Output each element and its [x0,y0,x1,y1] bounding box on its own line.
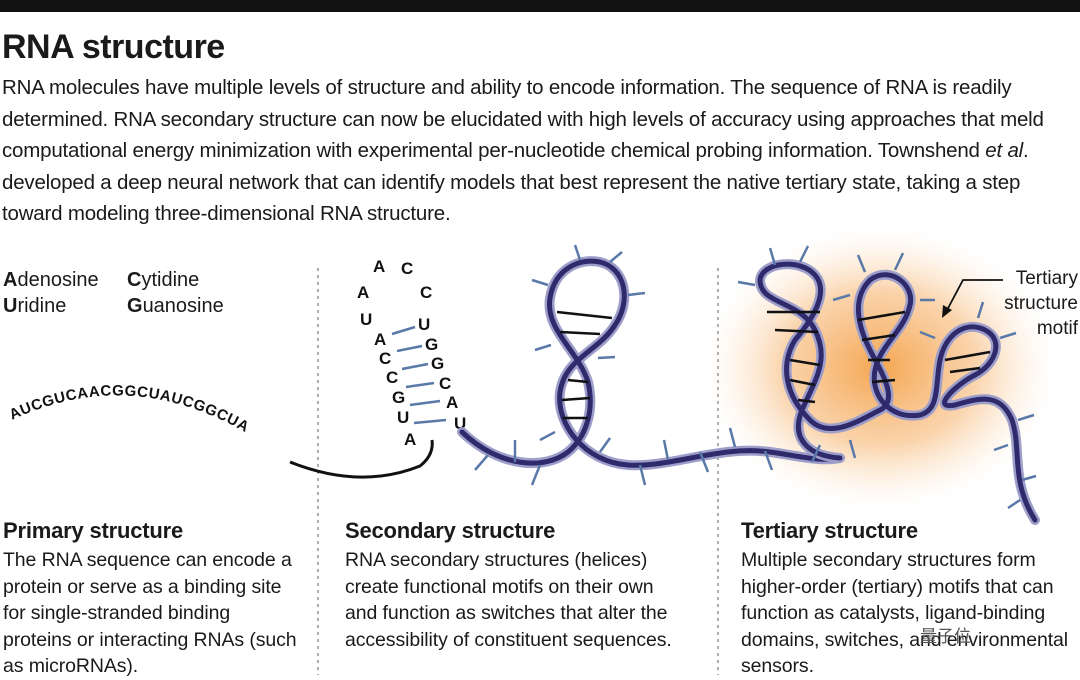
hairpin-left-3: A [374,330,386,349]
intro-text-2: . developed a deep neural network that c… [2,139,1029,225]
legend-adenosine: Adenosine [3,269,99,291]
primary-structure-text: The RNA sequence can encode a protein or… [3,549,297,677]
top-bar [0,0,1080,12]
legend-guanosine: Guanosine [127,295,224,317]
hairpin-right-3: G [431,354,444,373]
hairpin-letters: A U A C C G U A A C C U G G C A U [357,257,466,449]
primary-structure-title: Primary structure [3,518,184,543]
tertiary-structure-text: Multiple secondary structures form highe… [741,549,1068,677]
secondary-helix-bonds [556,310,613,420]
hairpin-left-7: U [397,408,409,427]
legend-uridine: Uridine [3,295,67,317]
hairpin-left-1: A [357,283,369,302]
hairpin-left-2: U [360,310,372,329]
intro-text-1: RNA molecules have multiple levels of st… [2,76,1044,162]
intro-paragraph: RNA molecules have multiple levels of st… [2,72,1078,230]
tertiary-backbone [755,259,1040,525]
secondary-backbone [457,256,845,471]
tertiary-motif-label: Tertiary structure motif [1004,268,1078,339]
tertiary-helix-bonds [767,310,991,404]
nucleotide-legend-right: Cytidine Guanosine [127,267,224,319]
hairpin-left-6: G [392,388,405,407]
hairpin-left-4: C [379,349,391,368]
secondary-structure-text: RNA secondary structures (helices) creat… [345,549,672,651]
watermark: 量子位 [920,627,971,646]
hairpin-loop-3: C [420,283,432,302]
legend-cytidine: Cytidine [127,269,200,291]
hairpin-left-5: C [386,368,398,387]
primary-to-hairpin-link [289,439,434,479]
secondary-spikes [474,244,774,486]
secondary-structure-title: Secondary structure [345,518,556,543]
intro-italic: et al [985,139,1024,162]
hairpin-base-pairs [391,325,447,425]
hairpin-right-5: A [446,393,458,412]
nucleotide-legend-left: Adenosine Uridine [3,267,99,319]
tertiary-spikes [737,245,1037,510]
hairpin-loop-2: C [401,259,413,278]
hairpin-right-4: C [439,374,451,393]
primary-sequence: AUCGUCAACGGCUAUCGGCUA [7,382,252,436]
figure-title: RNA structure [2,28,225,66]
hairpin-right-2: G [425,335,438,354]
motif-pointer [942,279,1003,318]
hairpin-right-1: U [418,315,430,334]
hairpin-left-8: A [404,430,416,449]
tertiary-structure-title: Tertiary structure [741,518,918,543]
hairpin-loop-1: A [373,257,385,276]
